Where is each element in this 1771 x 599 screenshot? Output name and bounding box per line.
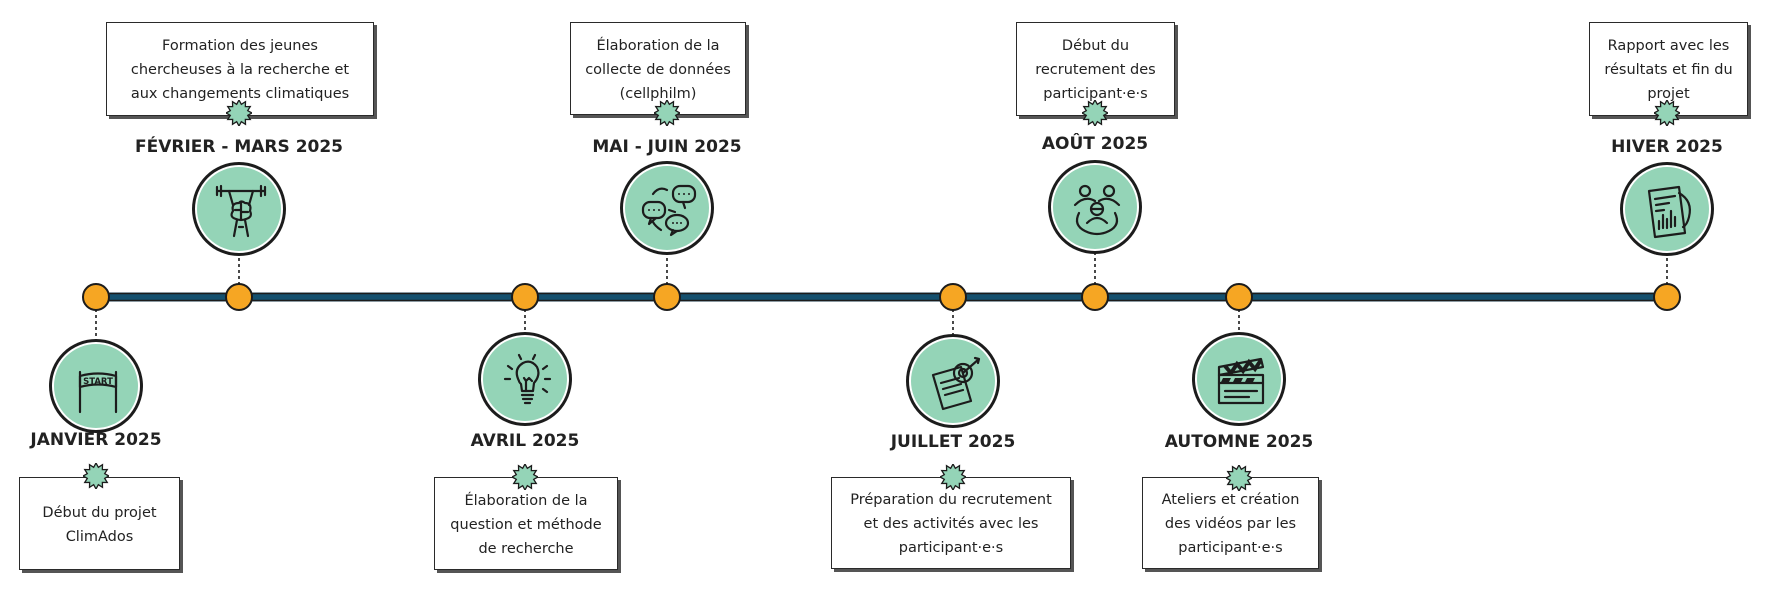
milestone-icon-circle <box>1195 335 1283 423</box>
milestone-icon-circle: START <box>52 342 140 430</box>
timeline-node <box>1081 283 1109 311</box>
milestone-description-line: ClimAdos <box>28 525 171 549</box>
timeline-node <box>82 283 110 311</box>
milestone-description-line: des vidéos par les <box>1151 512 1310 536</box>
milestone-icon-circle <box>909 337 997 425</box>
starburst-badge <box>83 463 109 493</box>
milestone-date: FÉVRIER - MARS 2025 <box>109 137 369 157</box>
milestone-date: AUTOMNE 2025 <box>1109 432 1369 452</box>
timeline-node <box>511 283 539 311</box>
starburst-badge <box>1226 465 1252 495</box>
starburst-badge <box>654 100 680 130</box>
milestone-description-line: participant·e·s <box>840 536 1062 560</box>
milestone-date: HIVER 2025 <box>1537 137 1771 157</box>
milestone-icon-circle <box>195 165 283 253</box>
timeline-node <box>225 283 253 311</box>
milestone-description-line: Début du projet <box>28 501 171 525</box>
milestone-description-line: participant·e·s <box>1151 536 1310 560</box>
starburst-badge <box>512 464 538 494</box>
milestone-date: JUILLET 2025 <box>823 432 1083 452</box>
milestone-date: AOÛT 2025 <box>965 134 1225 154</box>
milestone-description-line: question et méthode <box>443 513 609 537</box>
milestone-description-line: Début du <box>1025 34 1166 58</box>
svg-text:START: START <box>83 377 113 387</box>
milestone-icon-circle <box>623 164 711 252</box>
milestone-description-line: chercheuses à la recherche et <box>115 58 365 82</box>
milestone-description-line: Élaboration de la <box>579 34 737 58</box>
milestone-description-line: collecte de données <box>579 58 737 82</box>
starburst-badge <box>226 100 252 130</box>
milestone-description-line: et des activités avec les <box>840 512 1062 536</box>
milestone-date: JANVIER 2025 <box>0 430 226 450</box>
timeline-node <box>1225 283 1253 311</box>
milestone-description-line: recrutement des <box>1025 58 1166 82</box>
milestone-icon-circle <box>1623 165 1711 253</box>
milestone-description-line: de recherche <box>443 537 609 561</box>
starburst-badge <box>1082 100 1108 130</box>
starburst-badge <box>1654 100 1680 130</box>
milestone-date: MAI - JUIN 2025 <box>537 137 797 157</box>
milestone-description-line: Rapport avec les <box>1598 34 1739 58</box>
timeline-node <box>1653 283 1681 311</box>
timeline-node <box>653 283 681 311</box>
milestone-description-line: Formation des jeunes <box>115 34 365 58</box>
milestone-icon-circle <box>1051 163 1139 251</box>
starburst-badge <box>940 464 966 494</box>
milestone-description-line: résultats et fin du <box>1598 58 1739 82</box>
timeline-node <box>939 283 967 311</box>
milestone-icon-circle <box>481 335 569 423</box>
milestone-date: AVRIL 2025 <box>395 431 655 451</box>
